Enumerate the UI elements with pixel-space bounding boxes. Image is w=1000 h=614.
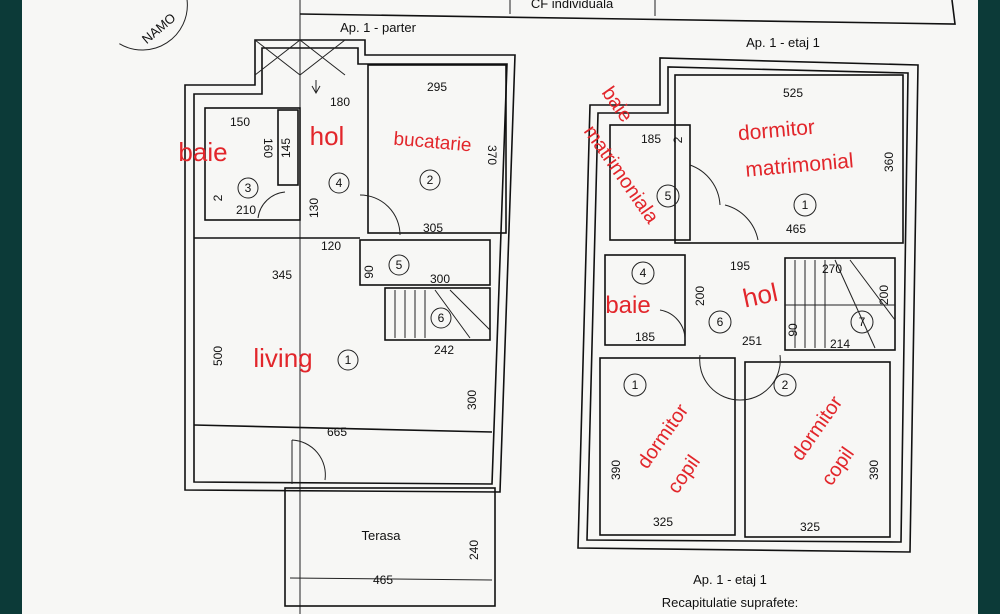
svg-text:1: 1 — [802, 198, 809, 212]
svg-text:185: 185 — [641, 132, 661, 146]
svg-text:465: 465 — [373, 573, 393, 587]
annotation-baie: baie — [178, 137, 227, 167]
room-number: 5 — [656, 184, 680, 208]
svg-text:390: 390 — [609, 460, 623, 480]
svg-text:180: 180 — [330, 95, 350, 109]
svg-text:2: 2 — [211, 194, 225, 201]
svg-text:300: 300 — [465, 390, 479, 410]
svg-text:2: 2 — [427, 173, 434, 187]
svg-text:90: 90 — [362, 265, 376, 279]
room-number: 2 — [773, 373, 797, 397]
svg-text:525: 525 — [783, 86, 803, 100]
room-number: 5 — [388, 254, 410, 276]
ground-floor-plan: Ap. 1 - parter Terasa 1 2 3 4 5 6 295 15… — [178, 20, 516, 607]
svg-text:210: 210 — [236, 203, 256, 217]
header-table: CF individuala — [299, 0, 956, 614]
header-cell: CF individuala — [531, 0, 614, 11]
svg-text:345: 345 — [272, 268, 292, 282]
annotation-hol: hol — [310, 121, 345, 151]
terrace-label: Terasa — [361, 528, 401, 543]
svg-text:NAMO: NAMO — [139, 10, 179, 47]
svg-text:465: 465 — [786, 222, 806, 236]
upper-floor-plan: Ap. 1 - etaj 1 Ap. 1 - etaj 1 Recapitula… — [577, 35, 919, 610]
footer-title: Ap. 1 - etaj 1 — [693, 572, 767, 587]
dimension-labels: 295 150 160 145 180 370 210 130 120 305 … — [211, 80, 499, 587]
svg-text:4: 4 — [336, 176, 343, 190]
ground-floor-title: Ap. 1 - parter — [340, 20, 417, 35]
svg-text:325: 325 — [800, 520, 820, 534]
svg-text:665: 665 — [327, 425, 347, 439]
svg-text:200: 200 — [877, 285, 891, 305]
room-number: 6 — [708, 310, 732, 334]
svg-text:160: 160 — [261, 138, 275, 158]
svg-text:300: 300 — [430, 272, 450, 286]
room-number: 7 — [850, 310, 874, 334]
room-number: 4 — [328, 172, 350, 194]
svg-text:6: 6 — [717, 315, 724, 329]
room-number: 4 — [631, 261, 655, 285]
annotation-hol-upper: hol — [740, 277, 780, 314]
upper-floor-title: Ap. 1 - etaj 1 — [746, 35, 820, 50]
svg-text:500: 500 — [211, 346, 225, 366]
svg-text:360: 360 — [882, 152, 896, 172]
annotation-copil-2: copil — [817, 443, 859, 489]
annotation-baie-upper: baie — [605, 292, 650, 319]
room-number: 1 — [337, 349, 359, 371]
svg-text:7: 7 — [859, 315, 866, 329]
svg-text:4: 4 — [640, 266, 647, 280]
svg-text:3: 3 — [245, 181, 252, 195]
annotation-bucatarie: bucatarie — [393, 129, 473, 157]
recap-title: Recapitulatie suprafete: — [662, 595, 799, 610]
svg-text:240: 240 — [467, 540, 481, 560]
svg-text:185: 185 — [635, 330, 655, 344]
floor-plan-drawing: CF individuala NAMO Ap. 1 - parter Teras… — [119, 0, 956, 614]
annotation-dormitor: dormitor — [737, 116, 816, 146]
svg-text:325: 325 — [653, 515, 673, 529]
svg-text:2: 2 — [671, 136, 685, 143]
svg-text:150: 150 — [230, 115, 250, 129]
svg-text:1: 1 — [632, 378, 639, 392]
room-number: 1 — [793, 193, 817, 217]
floor-plan-document: CF individuala NAMO Ap. 1 - parter Teras… — [22, 0, 978, 614]
svg-text:145: 145 — [279, 138, 293, 158]
svg-text:90: 90 — [786, 323, 800, 337]
annotation-living: living — [253, 343, 312, 373]
svg-text:200: 200 — [693, 286, 707, 306]
room-number: 1 — [623, 373, 647, 397]
svg-text:5: 5 — [665, 189, 672, 203]
stamp: NAMO — [119, 0, 188, 51]
svg-text:214: 214 — [830, 337, 850, 351]
svg-text:6: 6 — [438, 311, 445, 325]
annotation-matrimonial: matrimonial — [744, 149, 854, 181]
room-number: 2 — [419, 169, 441, 191]
svg-text:5: 5 — [396, 258, 403, 272]
svg-text:1: 1 — [345, 353, 352, 367]
annotation-copil-1: copil — [663, 451, 705, 497]
room-number: 3 — [237, 177, 259, 199]
svg-text:390: 390 — [867, 460, 881, 480]
svg-text:270: 270 — [822, 262, 842, 276]
svg-text:251: 251 — [742, 334, 762, 348]
svg-text:305: 305 — [423, 221, 443, 235]
svg-text:2: 2 — [782, 378, 789, 392]
svg-text:120: 120 — [321, 239, 341, 253]
svg-text:195: 195 — [730, 259, 750, 273]
svg-text:242: 242 — [434, 343, 454, 357]
svg-text:130: 130 — [307, 198, 321, 218]
room-number: 6 — [430, 307, 452, 329]
svg-text:370: 370 — [485, 145, 499, 165]
dimension-labels: 525 185 360 465 195 270 200 200 185 251 … — [609, 86, 896, 534]
svg-text:295: 295 — [427, 80, 447, 94]
